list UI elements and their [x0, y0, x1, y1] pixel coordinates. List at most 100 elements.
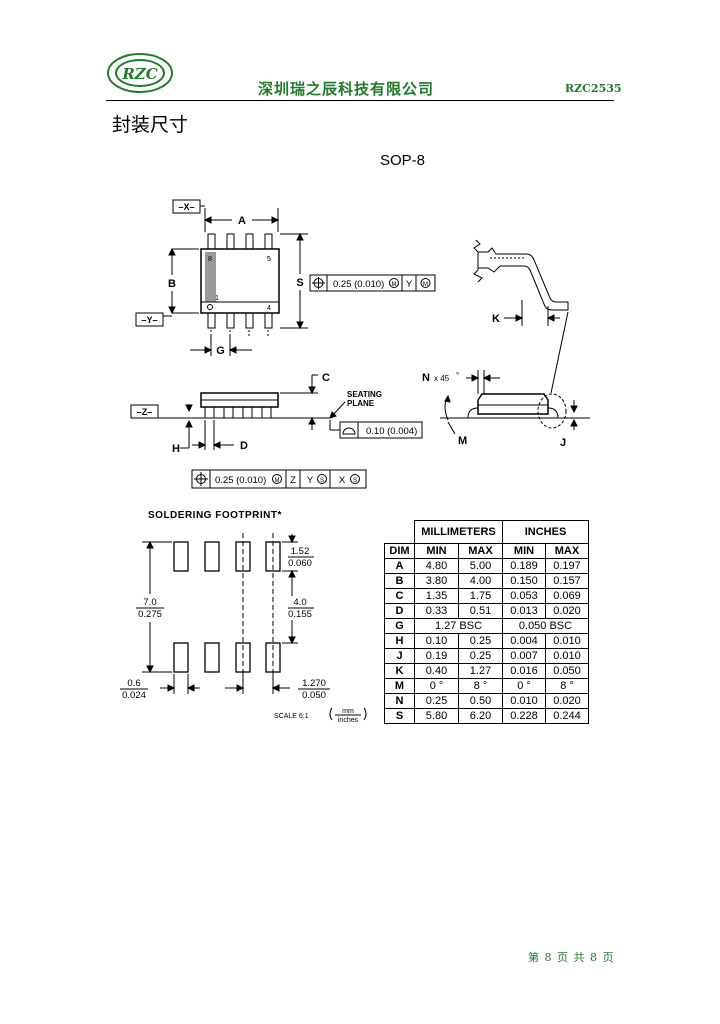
- table-cell: 0.050 BSC: [502, 617, 589, 634]
- company-logo: RZC: [107, 53, 173, 93]
- dim-m-label: M: [458, 435, 467, 447]
- seating-plane-line1: SEATING: [347, 390, 382, 399]
- table-cell: 0.244: [545, 707, 589, 724]
- table-cell: 0.157: [545, 572, 589, 589]
- table-cell: N: [384, 692, 415, 709]
- datum-z-label: –Z–: [137, 407, 153, 417]
- pin-5-label: 5: [267, 256, 271, 263]
- table-cell: 0.25: [458, 632, 503, 649]
- table-cell: 0.020: [545, 692, 589, 709]
- dim-b-label: B: [168, 278, 176, 290]
- fp-unit-mm: mm: [342, 708, 354, 715]
- side-tol-modifier: M: [275, 478, 280, 484]
- table-cell: 8 °: [545, 677, 589, 694]
- table-cell: 0.016: [502, 662, 546, 679]
- table-cell: 4.80: [414, 557, 459, 574]
- detail-view: K M J N x 45 °: [422, 239, 590, 449]
- package-title: SOP-8: [380, 152, 426, 169]
- datum-x-label: –X–: [178, 202, 194, 212]
- dim-d-label: D: [240, 440, 248, 452]
- table-cell: 0.010: [545, 632, 589, 649]
- table-corner: [384, 520, 415, 544]
- soldering-footprint: SOLDERING FOOTPRINT* 7.0 0.275 1.52 0: [120, 510, 367, 724]
- table-cell: A: [384, 557, 415, 574]
- table-cell: 3.80: [414, 572, 459, 589]
- top-tol-value: 0.25 (0.010): [333, 279, 384, 290]
- table-cell: 0.25: [458, 647, 503, 664]
- col-mm-min: MIN: [414, 542, 459, 559]
- side-tol-datum-y: Y: [307, 475, 314, 486]
- fp-gap-mm: 4.0: [293, 597, 306, 608]
- table-cell: 0.10: [414, 632, 459, 649]
- company-name: 深圳瑞之辰科技有限公司: [258, 80, 435, 98]
- dim-a-label: A: [238, 215, 246, 227]
- table-cell: 0.004: [502, 632, 546, 649]
- table-cell: 0.050: [545, 662, 589, 679]
- table-cell: 0.19: [414, 647, 459, 664]
- top-tol-datum: Y: [406, 279, 413, 290]
- dim-n-label: N: [422, 372, 430, 384]
- table-cell: S: [384, 707, 415, 724]
- table-cell: 0.150: [502, 572, 546, 589]
- dim-g-label: G: [216, 345, 225, 357]
- seating-plane-line2: PLANE: [347, 399, 375, 408]
- top-tol-datum-modifier: M: [423, 282, 428, 288]
- table-cell: 0 °: [502, 677, 546, 694]
- side-view: –Z– C SEATING PLANE 0.10 (0.004): [130, 372, 423, 489]
- table-cell: M: [384, 677, 415, 694]
- table-cell: 5.80: [414, 707, 459, 724]
- dim-s-label: S: [296, 277, 303, 289]
- table-cell: B: [384, 572, 415, 589]
- table-cell: H: [384, 632, 415, 649]
- table-cell: K: [384, 662, 415, 679]
- table-cell: 0.228: [502, 707, 546, 724]
- col-mm-max: MAX: [458, 542, 503, 559]
- table-cell: 1.35: [414, 587, 459, 604]
- pin-8-label: 8: [208, 256, 212, 263]
- col-dim: DIM: [384, 542, 415, 559]
- table-cell: 0.010: [545, 647, 589, 664]
- header-millimeters: MILLIMETERS: [414, 520, 503, 544]
- top-view: –X– A 8 5 1 4: [135, 199, 436, 357]
- datum-y-label: –Y–: [141, 315, 157, 325]
- pin-4-label: 4: [267, 305, 271, 312]
- col-in-min: MIN: [502, 542, 546, 559]
- chamfer-degree: °: [456, 371, 459, 380]
- table-cell: 0.197: [545, 557, 589, 574]
- table-cell: 6.20: [458, 707, 503, 724]
- fp-pad-length-mm: 1.52: [291, 546, 310, 557]
- side-tol-value: 0.25 (0.010): [215, 475, 266, 486]
- side-tol-datum-x-mod: S: [353, 478, 357, 484]
- dim-j-label: J: [560, 437, 566, 449]
- header-divider: [106, 100, 614, 101]
- dim-c-label: C: [322, 372, 330, 384]
- table-cell: 8 °: [458, 677, 503, 694]
- fp-unit-inches: inches: [338, 717, 359, 724]
- table-cell: 1.27: [458, 662, 503, 679]
- table-cell: 1.75: [458, 587, 503, 604]
- footprint-title: SOLDERING FOOTPRINT*: [148, 510, 282, 521]
- fp-scale: SCALE 6:1: [274, 713, 309, 720]
- table-cell: D: [384, 602, 415, 619]
- fp-overall-in: 0.275: [138, 609, 162, 620]
- table-cell: 0.053: [502, 587, 546, 604]
- dimension-table: MILLIMETERS INCHES DIM MIN MAX MIN MAX A…: [384, 520, 589, 724]
- section-title: 封装尺寸: [112, 114, 189, 136]
- table-cell: 0 °: [414, 677, 459, 694]
- fp-pad-length-in: 0.060: [288, 558, 312, 569]
- table-cell: 0.189: [502, 557, 546, 574]
- table-cell: 1.27 BSC: [414, 617, 503, 634]
- table-cell: C: [384, 587, 415, 604]
- top-tol-modifier: M: [392, 282, 397, 288]
